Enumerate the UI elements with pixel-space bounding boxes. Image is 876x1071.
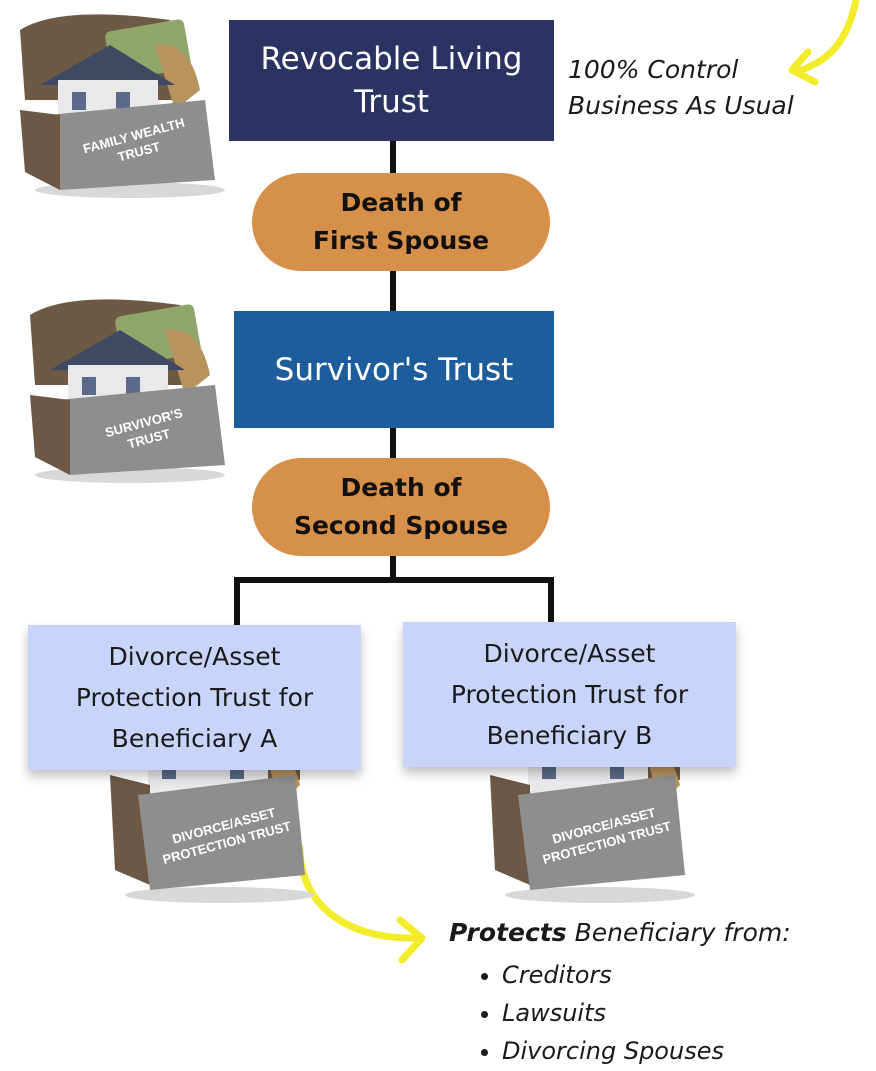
revocable-trust-line1: Revocable Living <box>260 40 523 77</box>
list-item: Lawsuits <box>502 994 724 1032</box>
beneficiary-a-line3: Beneficiary A <box>111 724 278 753</box>
control-note: 100% Control Business As Usual <box>568 52 794 124</box>
control-note-line1: 100% Control <box>568 55 739 84</box>
top-arrow-head <box>788 48 819 86</box>
protects-bold: Protects <box>449 918 567 947</box>
survivors-trust-label: Survivor's Trust <box>274 351 514 388</box>
death-first-spouse-node: Death of First Spouse <box>252 173 550 271</box>
death-first-line2: First Spouse <box>312 226 490 255</box>
list-item: Divorcing Spouses <box>502 1032 724 1070</box>
branch-connector <box>234 577 554 625</box>
protects-heading: Protects Beneficiary from: <box>449 918 791 947</box>
beneficiary-a-line2: Protection Trust for <box>75 683 314 712</box>
survivors-trust-box: Survivor's Trust <box>234 311 554 428</box>
death-first-line1: Death of <box>340 188 462 217</box>
death-second-line2: Second Spouse <box>293 511 509 540</box>
protects-rest: Beneficiary from: <box>566 918 791 947</box>
death-second-line1: Death of <box>340 473 462 502</box>
bottom-arrow-head <box>396 916 426 964</box>
beneficiary-b-line2: Protection Trust for <box>450 680 689 709</box>
beneficiary-a-trust-box: Divorce/Asset Protection Trust for Benef… <box>28 625 361 770</box>
family-wealth-chest-image: FAMILY WEALTH TRUST <box>20 14 225 198</box>
survivors-trust-chest-image: SURVIVOR'S TRUST <box>30 299 225 483</box>
beneficiary-a-line1: Divorce/Asset <box>108 642 281 671</box>
list-item: Creditors <box>502 956 724 994</box>
protection-list: Creditors Lawsuits Divorcing Spouses <box>466 956 724 1070</box>
beneficiary-b-line1: Divorce/Asset <box>483 639 656 668</box>
revocable-trust-line2: Trust <box>353 83 430 120</box>
death-second-spouse-node: Death of Second Spouse <box>252 458 550 556</box>
control-note-line2: Business As Usual <box>568 91 794 120</box>
top-yellow-arrow <box>791 0 860 76</box>
revocable-living-trust-box: Revocable Living Trust <box>229 20 554 141</box>
beneficiary-b-trust-box: Divorce/Asset Protection Trust for Benef… <box>403 622 736 767</box>
beneficiary-b-line3: Beneficiary B <box>486 721 653 750</box>
